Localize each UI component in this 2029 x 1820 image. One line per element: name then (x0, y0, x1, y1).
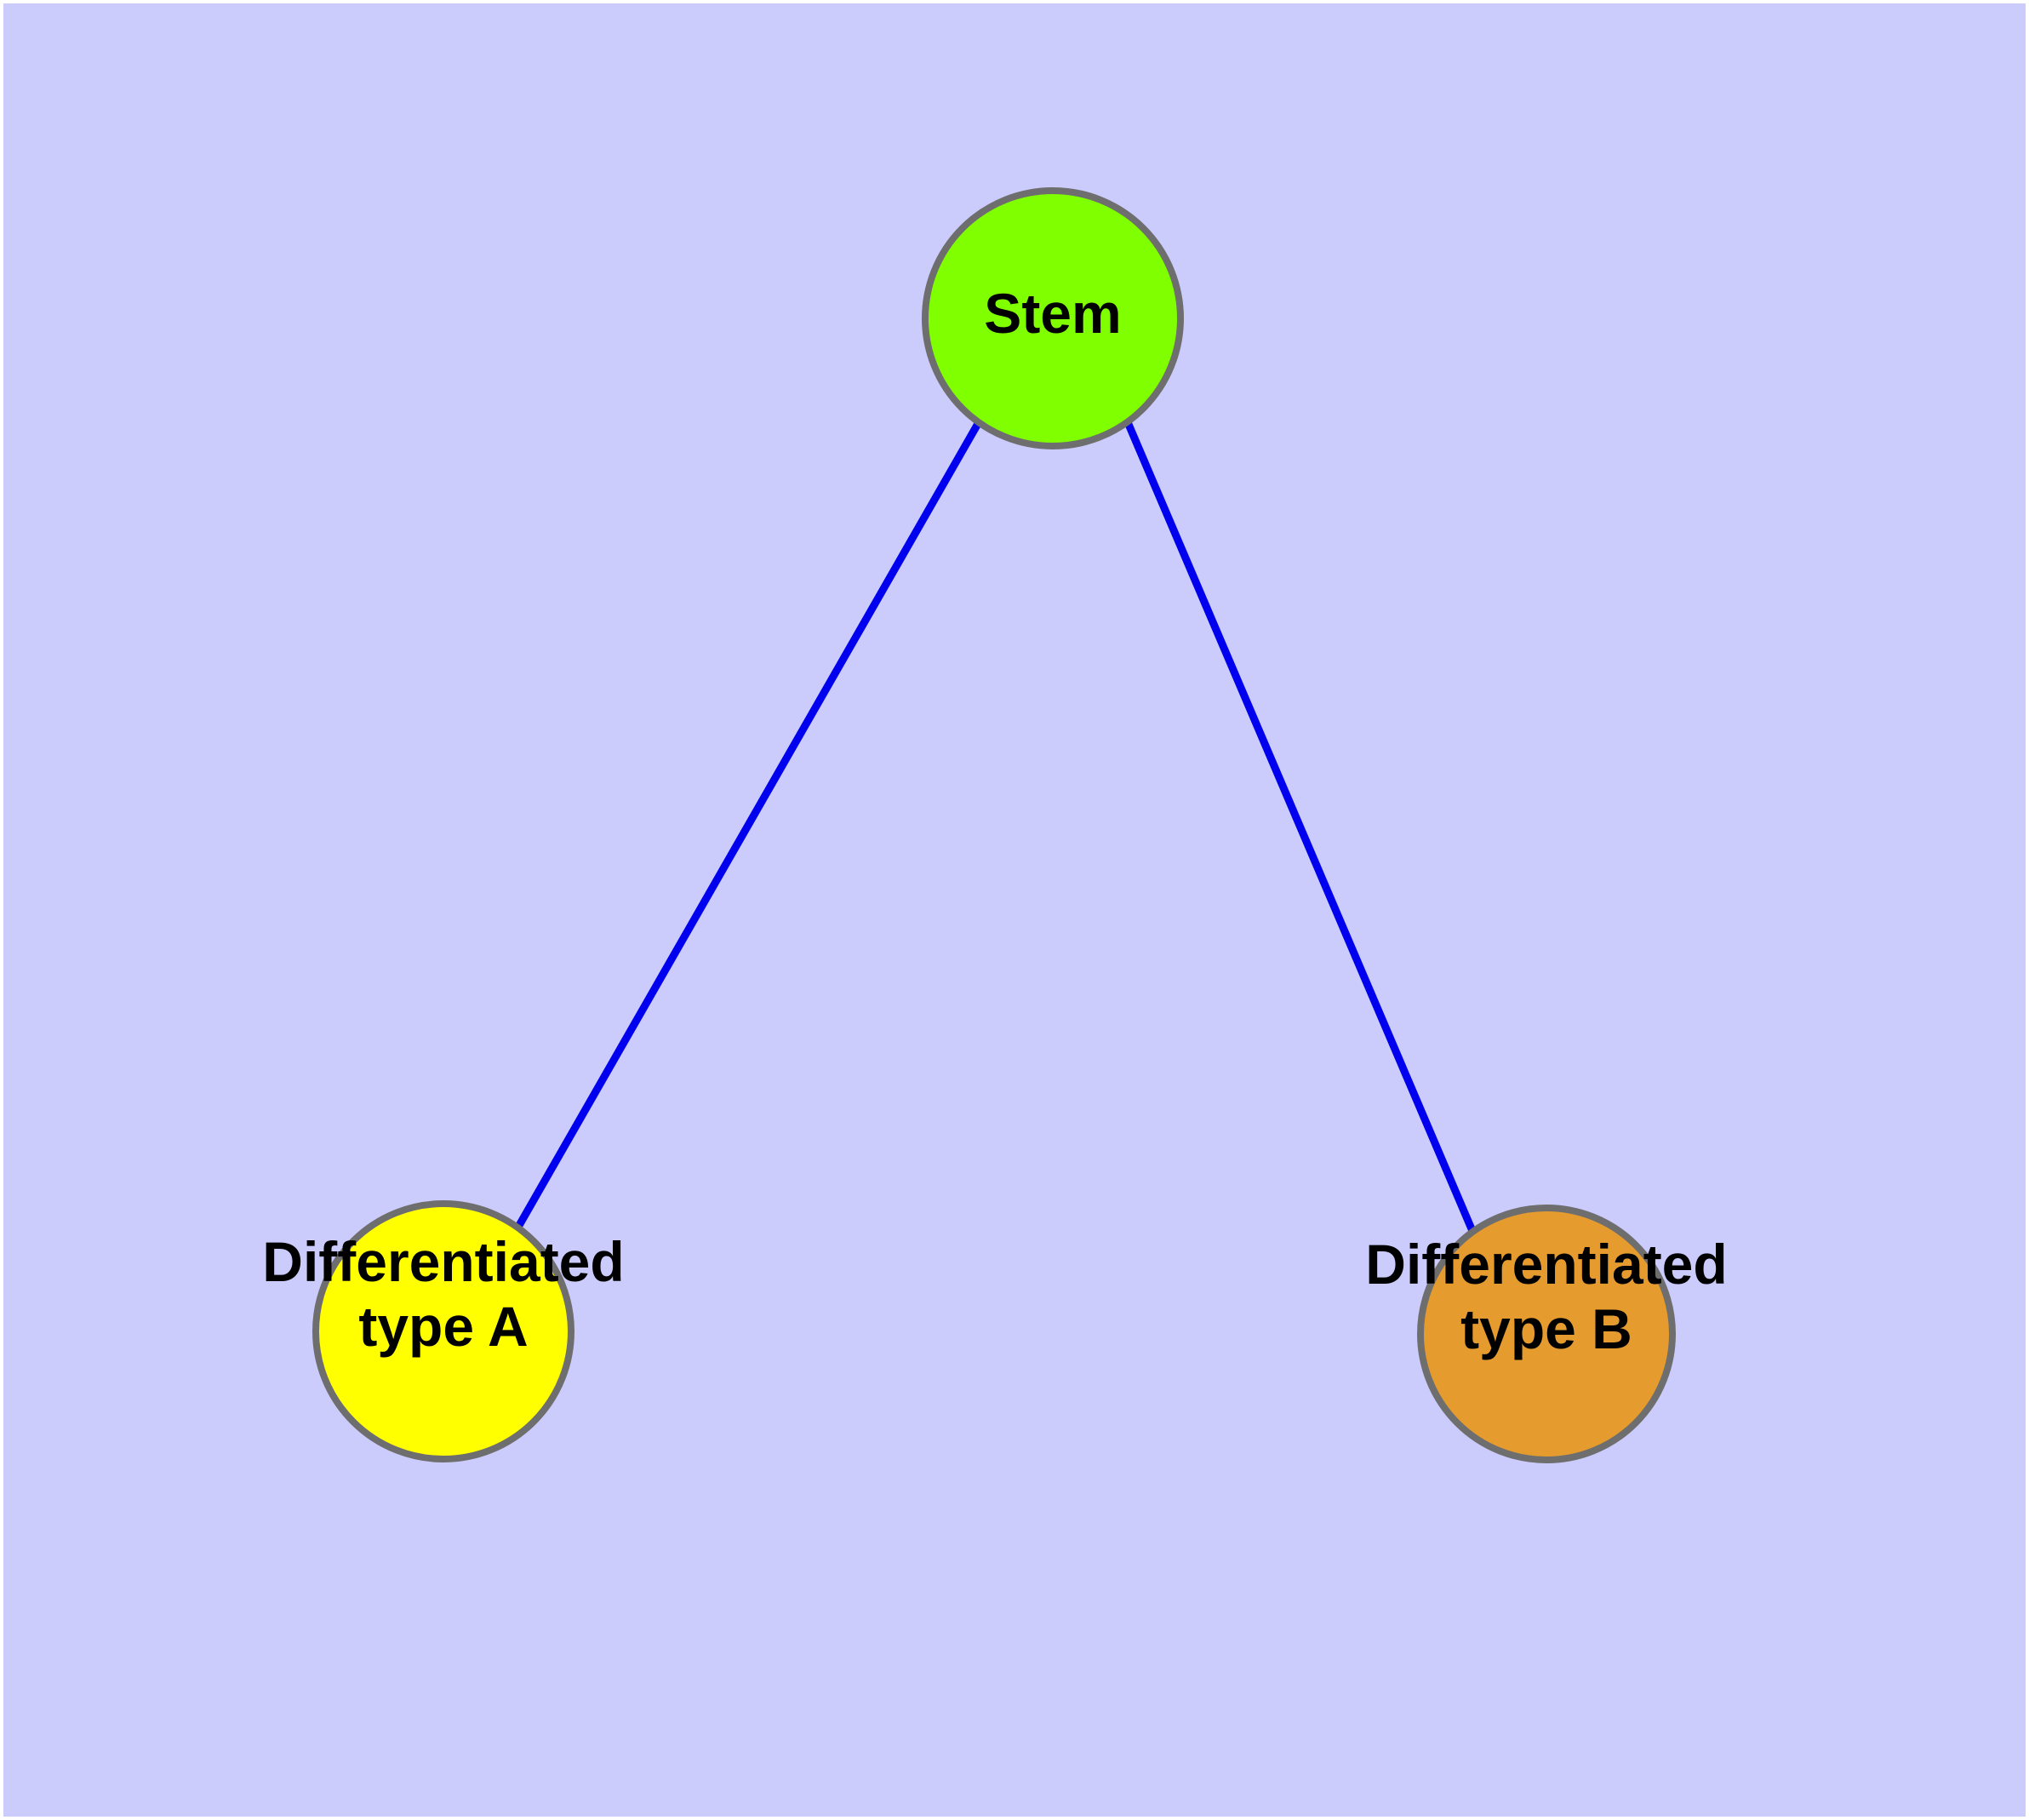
node-label-stem: Stem (984, 282, 1121, 345)
node-label-line: type A (358, 1295, 528, 1358)
edges-layer (514, 420, 1477, 1233)
graph-node-diff-a[interactable] (312, 1200, 574, 1462)
graph-node-diff-b[interactable] (1417, 1205, 1676, 1463)
nodes-layer (312, 187, 1676, 1463)
node-label-line: type B (1460, 1297, 1632, 1360)
graph-edge-stem-to-diff-a[interactable] (514, 420, 982, 1231)
node-label-line: Differentiated (262, 1230, 624, 1293)
graph-node-stem[interactable] (922, 187, 1184, 449)
node-label-line: Stem (984, 282, 1121, 345)
graph-edge-stem-to-diff-b[interactable] (1123, 421, 1477, 1233)
node-label-line: Differentiated (1365, 1233, 1727, 1296)
